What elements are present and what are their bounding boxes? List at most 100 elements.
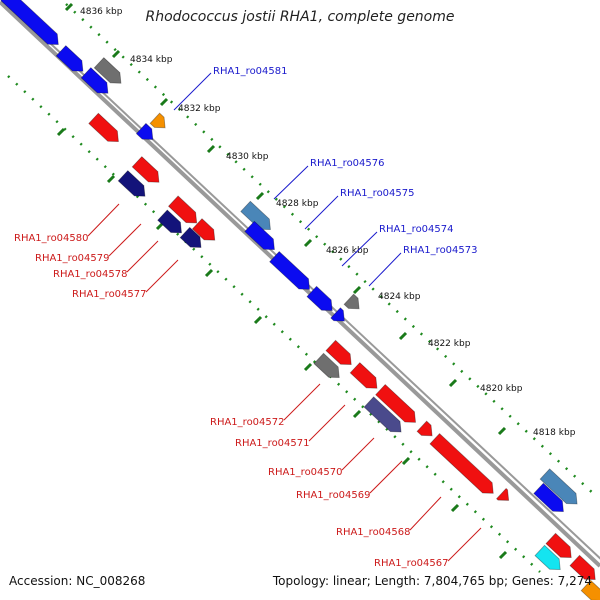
gene-reverse — [131, 156, 160, 183]
gene-reverse — [545, 532, 572, 558]
gene-forward — [80, 67, 109, 94]
tick-mark — [255, 191, 265, 201]
gene-arrow-body — [534, 544, 561, 570]
gene-arrow-body — [157, 209, 182, 234]
accession-text: Accession: NC_008268 — [9, 574, 146, 588]
label-leader-line — [409, 496, 442, 531]
tick-mark — [498, 550, 508, 560]
gene-other — [149, 112, 166, 129]
gene-arrow-body — [375, 383, 416, 423]
tick-mark — [303, 238, 313, 248]
gene-arrow-body — [149, 112, 166, 129]
forward-gene-label: RHA1_ro04574 — [379, 224, 454, 235]
tick-mark — [56, 127, 66, 137]
gene-arrow-body — [533, 482, 564, 513]
label-leader-line — [145, 259, 179, 293]
tick-label: 4828 kbp — [276, 199, 319, 209]
reverse-gene-label: RHA1_ro04579 — [35, 253, 110, 264]
tick-mark — [106, 174, 116, 184]
label-leader-line — [87, 203, 120, 237]
gene-arrow-body — [55, 45, 84, 72]
gene-arrow-body — [93, 57, 122, 84]
gene-arrow-body — [240, 200, 271, 231]
tick-mark — [303, 362, 313, 372]
label-leader-line — [283, 383, 321, 421]
reverse-gene-label: RHA1_ro04570 — [268, 467, 343, 478]
gene-arrow-body — [191, 218, 216, 241]
gene-arrow-body — [545, 532, 572, 558]
tick-mark — [352, 285, 362, 295]
gene-other — [313, 352, 340, 378]
gene-arrow-body — [135, 122, 154, 140]
forward-gene-label: RHA1_ro04576 — [310, 158, 385, 169]
tick-mark — [448, 378, 458, 388]
tick-mark — [398, 331, 408, 341]
gene-arrow-body — [80, 67, 109, 94]
tick-mark — [352, 409, 362, 419]
tick-label: 4826 kbp — [326, 246, 369, 256]
label-leader-line — [273, 165, 309, 200]
reverse-gene-label: RHA1_ro04572 — [210, 417, 285, 428]
gene-arrow-body — [117, 170, 146, 197]
gene-arrow-body — [496, 487, 510, 501]
gene-arrow-body — [416, 420, 433, 437]
label-leader-line — [369, 460, 403, 494]
gene-forward — [330, 307, 345, 322]
tick-mark — [253, 315, 263, 325]
tick-label: 4834 kbp — [130, 55, 173, 65]
reverse-gene-label: RHA1_ro04571 — [235, 438, 310, 449]
gene-arrow-body — [313, 352, 340, 378]
tick-mark — [111, 49, 121, 59]
gene-other — [580, 579, 600, 600]
gene-arrow-body — [0, 0, 59, 45]
gene-arrow-body — [306, 285, 333, 311]
gene-arrow-body — [244, 220, 275, 251]
tick-mark — [159, 97, 169, 107]
gene-reverse — [117, 170, 146, 197]
tick-label: 4830 kbp — [226, 152, 269, 162]
label-leader-line — [368, 252, 402, 287]
tick-mark — [204, 268, 214, 278]
gene-reverse — [179, 226, 202, 248]
gene-arrow-body — [343, 293, 360, 310]
reverse-tick-track — [7, 75, 541, 573]
label-leader-line — [304, 195, 339, 230]
gene-reverse — [191, 218, 216, 241]
gene-forward — [269, 250, 310, 290]
gene-forward — [244, 220, 275, 251]
reverse-gene-label: RHA1_ro04577 — [72, 289, 147, 300]
gene-arrow-body — [539, 468, 578, 505]
gene-forward — [0, 0, 59, 45]
gene-arrow-body — [269, 250, 310, 290]
gene-forward — [533, 482, 564, 513]
reverse-gene-label: RHA1_ro04568 — [336, 527, 411, 538]
tick-mark — [206, 144, 216, 154]
reverse-gene-label: RHA1_ro04567 — [374, 558, 449, 569]
tick-label: 4836 kbp — [80, 7, 123, 17]
gene-arrow-body — [131, 156, 160, 183]
gene-other — [93, 57, 122, 84]
label-leader-line — [108, 223, 142, 257]
gene-other — [343, 293, 360, 310]
topology-text: Topology: linear; Length: 7,804,765 bp; … — [272, 574, 592, 588]
reverse-gene-label: RHA1_ro04578 — [53, 269, 128, 280]
gene-reverse — [88, 112, 119, 143]
label-leader-line — [173, 72, 212, 111]
gene-arrow-body — [325, 339, 352, 365]
tick-mark — [401, 456, 411, 466]
gene-forward — [240, 200, 271, 231]
gene-arrow-body — [429, 433, 494, 494]
forward-gene-label: RHA1_ro04573 — [403, 245, 478, 256]
tick-label: 4818 kbp — [533, 428, 576, 438]
gene-reverse — [416, 420, 433, 437]
tick-mark — [450, 503, 460, 513]
tick-label: 4822 kbp — [428, 339, 471, 349]
label-leader-line — [308, 404, 346, 442]
gene-reverse — [363, 396, 402, 433]
gene-reverse — [325, 339, 352, 365]
gene-arrow-body — [167, 195, 198, 224]
tick-label: 4820 kbp — [480, 384, 523, 394]
